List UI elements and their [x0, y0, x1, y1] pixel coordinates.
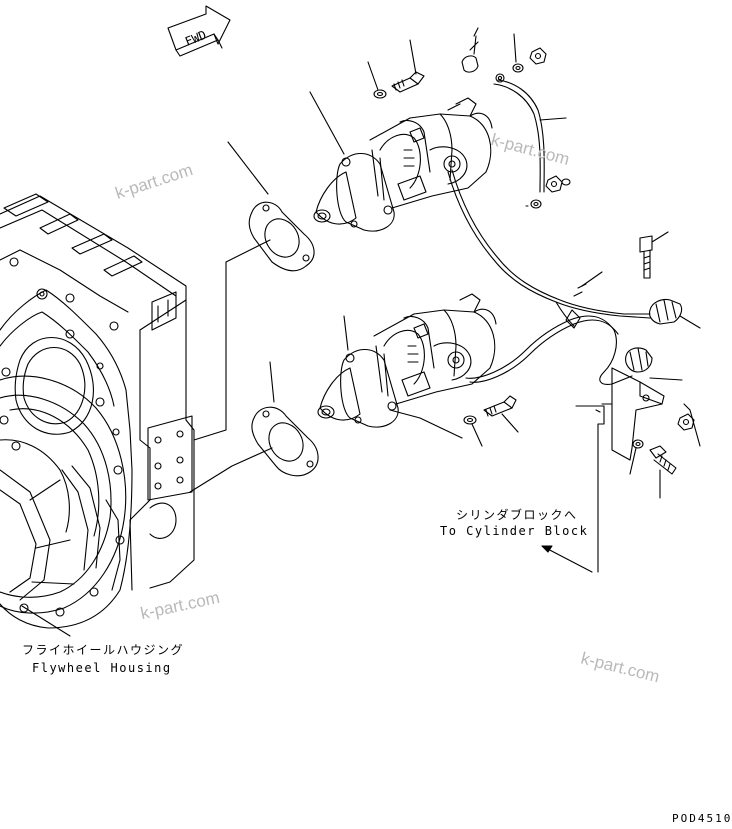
upper-starter: [309, 91, 493, 232]
flywheel-housing: [0, 193, 195, 637]
wiring-harness: [447, 169, 651, 385]
upper-gasket: [193, 141, 315, 441]
sensor-bracket: [575, 231, 701, 573]
label-flywheel-housing-en: Flywheel Housing: [32, 661, 172, 675]
upper-hardware: [367, 27, 571, 209]
label-flywheel-housing-jp: フライホイールハウジング: [22, 643, 185, 657]
lower-starter: [317, 293, 497, 428]
label-cylinder-block-en: To Cylinder Block: [440, 524, 589, 538]
lower-gasket: [189, 361, 319, 493]
cylinder-block-leader: [541, 545, 593, 573]
fwd-arrow: FWD: [167, 5, 231, 57]
lower-hardware: [389, 395, 519, 447]
drawing-code: POD4510: [672, 812, 732, 825]
label-cylinder-block-jp: シリンダブロックへ: [456, 508, 578, 522]
